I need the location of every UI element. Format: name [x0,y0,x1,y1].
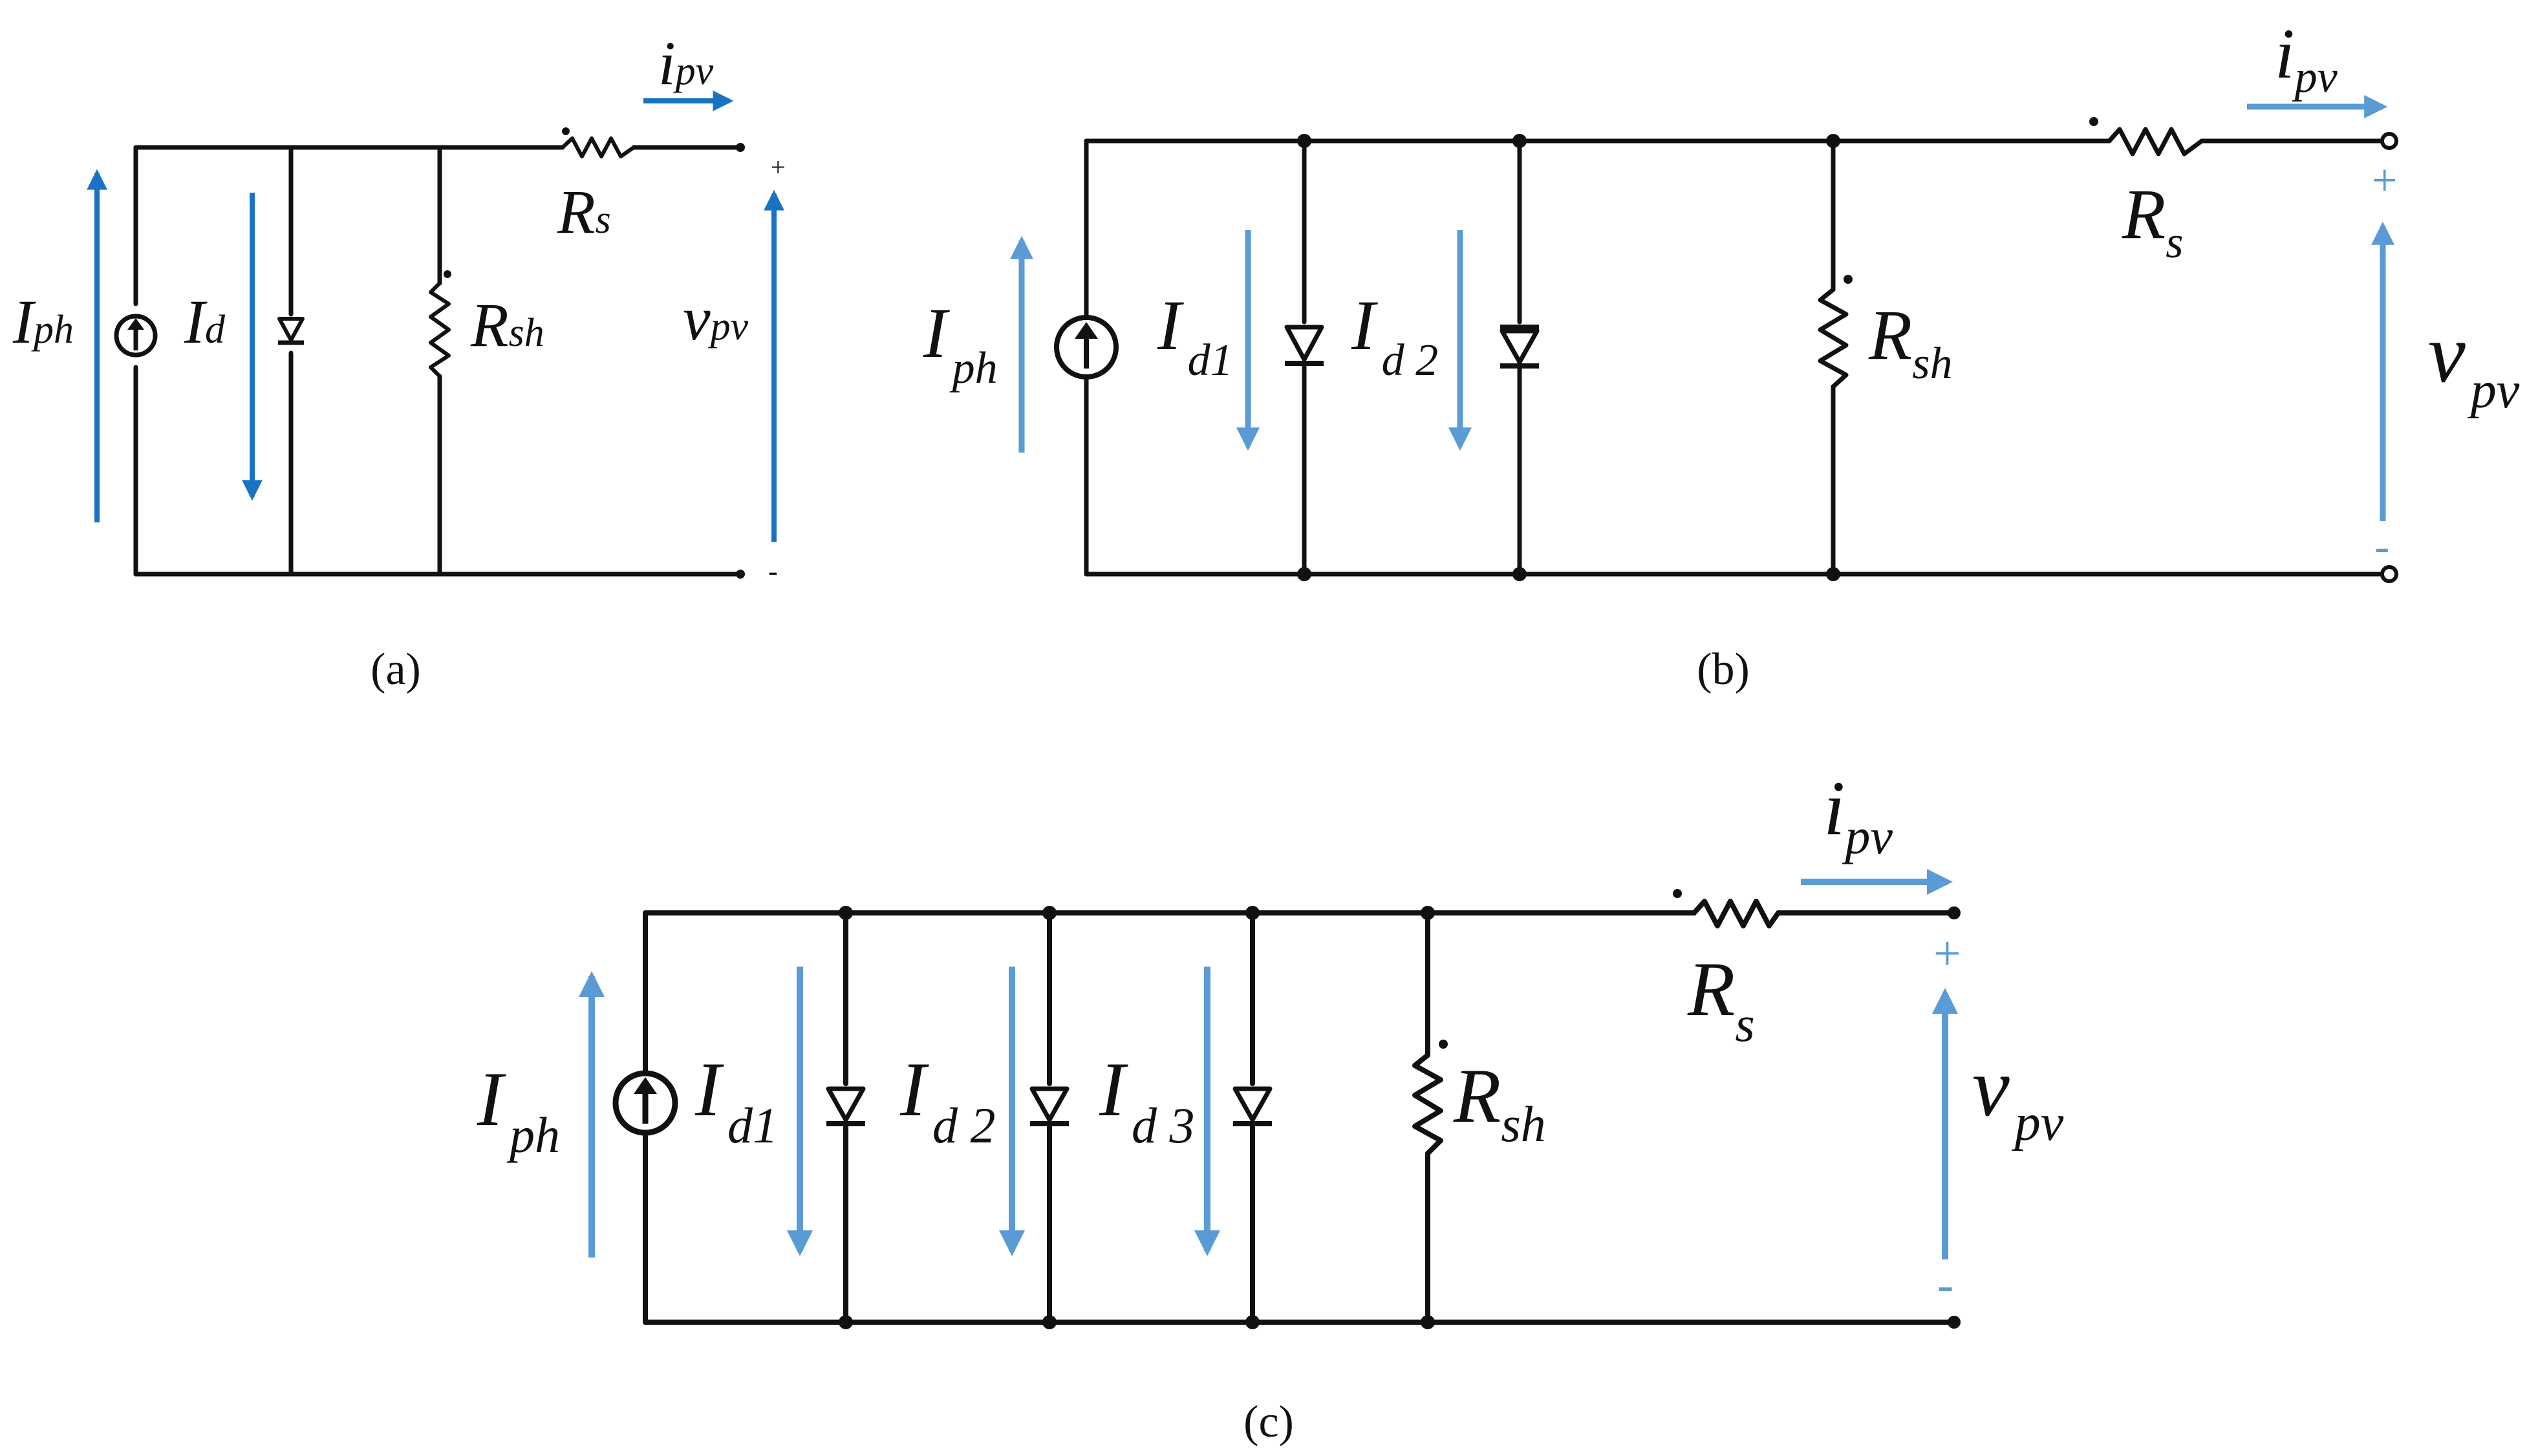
panel-c-ipv-label: ipv [1823,765,1893,864]
panel-c-minus-sign: - [1937,1258,1953,1312]
panel-a-terminal-positive [736,143,745,152]
panel-c-current-source [612,1070,678,1136]
panel-a-minus-sign: - [768,555,778,587]
panel-a-terminal-negative [736,570,745,579]
panel-b-series-resistor [2107,127,2204,156]
panel-c-terminal-positive [1948,906,1961,919]
panel-b-terminal-negative [2380,565,2398,583]
panel-a-rs-polarity-dot [562,127,570,135]
panel-c-terminal-negative [1948,1316,1961,1329]
panel-c-plus-sign: + [1933,926,1961,981]
panel-a-caption: (a) [371,645,421,694]
panel-b-rsh-label: Rsh [1868,295,1952,389]
panel-a-rsh-polarity-dot [444,270,451,278]
panel-b-ipv-label: ipv [2275,14,2338,102]
panel-b-plus-sign: + [2372,156,2397,206]
panel-b-rs-polarity-dot [2089,117,2098,126]
panel-b-junctions [1297,134,1840,581]
panel-a-id-label: Id [184,287,226,356]
panel-a-rs-label: Rs [557,177,611,246]
panel-b-current-source [1054,315,1119,380]
panel-b-minus-sign: - [2374,522,2389,572]
panel-a-ipv-label: ipv [658,28,714,98]
panel-a-wires [133,145,743,577]
panel-a-iph-label: Iph [12,287,74,356]
panel-a-diode [277,317,305,345]
panel-a-shunt-resistor [429,281,451,378]
panel-b-rsh-polarity-dot [1844,275,1853,284]
panel-a-current-source [114,314,158,358]
panel-a: Iph Id Rsh Rs ipv vpv + - (a) [12,28,786,694]
panel-a-vpv-label: vpv [683,284,749,353]
panel-c-rs-label: Rs [1687,946,1755,1052]
panel-a-series-resistor [561,136,636,158]
panel-b-diode-1 [1284,325,1324,366]
panel-c-wires [643,910,1957,1325]
panel-a-rsh-label: Rsh [470,290,544,359]
panel-c-diode-3 [1232,1086,1273,1126]
panel-b-shunt-resistor [1818,287,1849,389]
panel-c-rs-polarity-dot [1673,889,1682,898]
panel-b-wires [1084,138,2392,577]
panel-c-diode-2 [1029,1086,1070,1126]
panel-b-caption: (b) [1697,645,1750,694]
panel-c-rsh-label: Rsh [1453,1053,1546,1152]
panel-c-series-resistor [1692,899,1781,928]
panel-c-shunt-resistor [1412,1053,1443,1156]
panel-c-diode-1 [826,1086,866,1126]
panel-a-plus-sign: + [771,153,786,182]
panel-b-rs-label: Rs [2122,175,2183,268]
panel-c-caption: (c) [1243,1397,1294,1447]
panel-b-diode-2 [1500,325,1540,369]
panel-c-rsh-polarity-dot [1439,1040,1448,1049]
panel-b-terminal-positive [2380,132,2398,150]
panel-c-junctions [839,906,1435,1329]
